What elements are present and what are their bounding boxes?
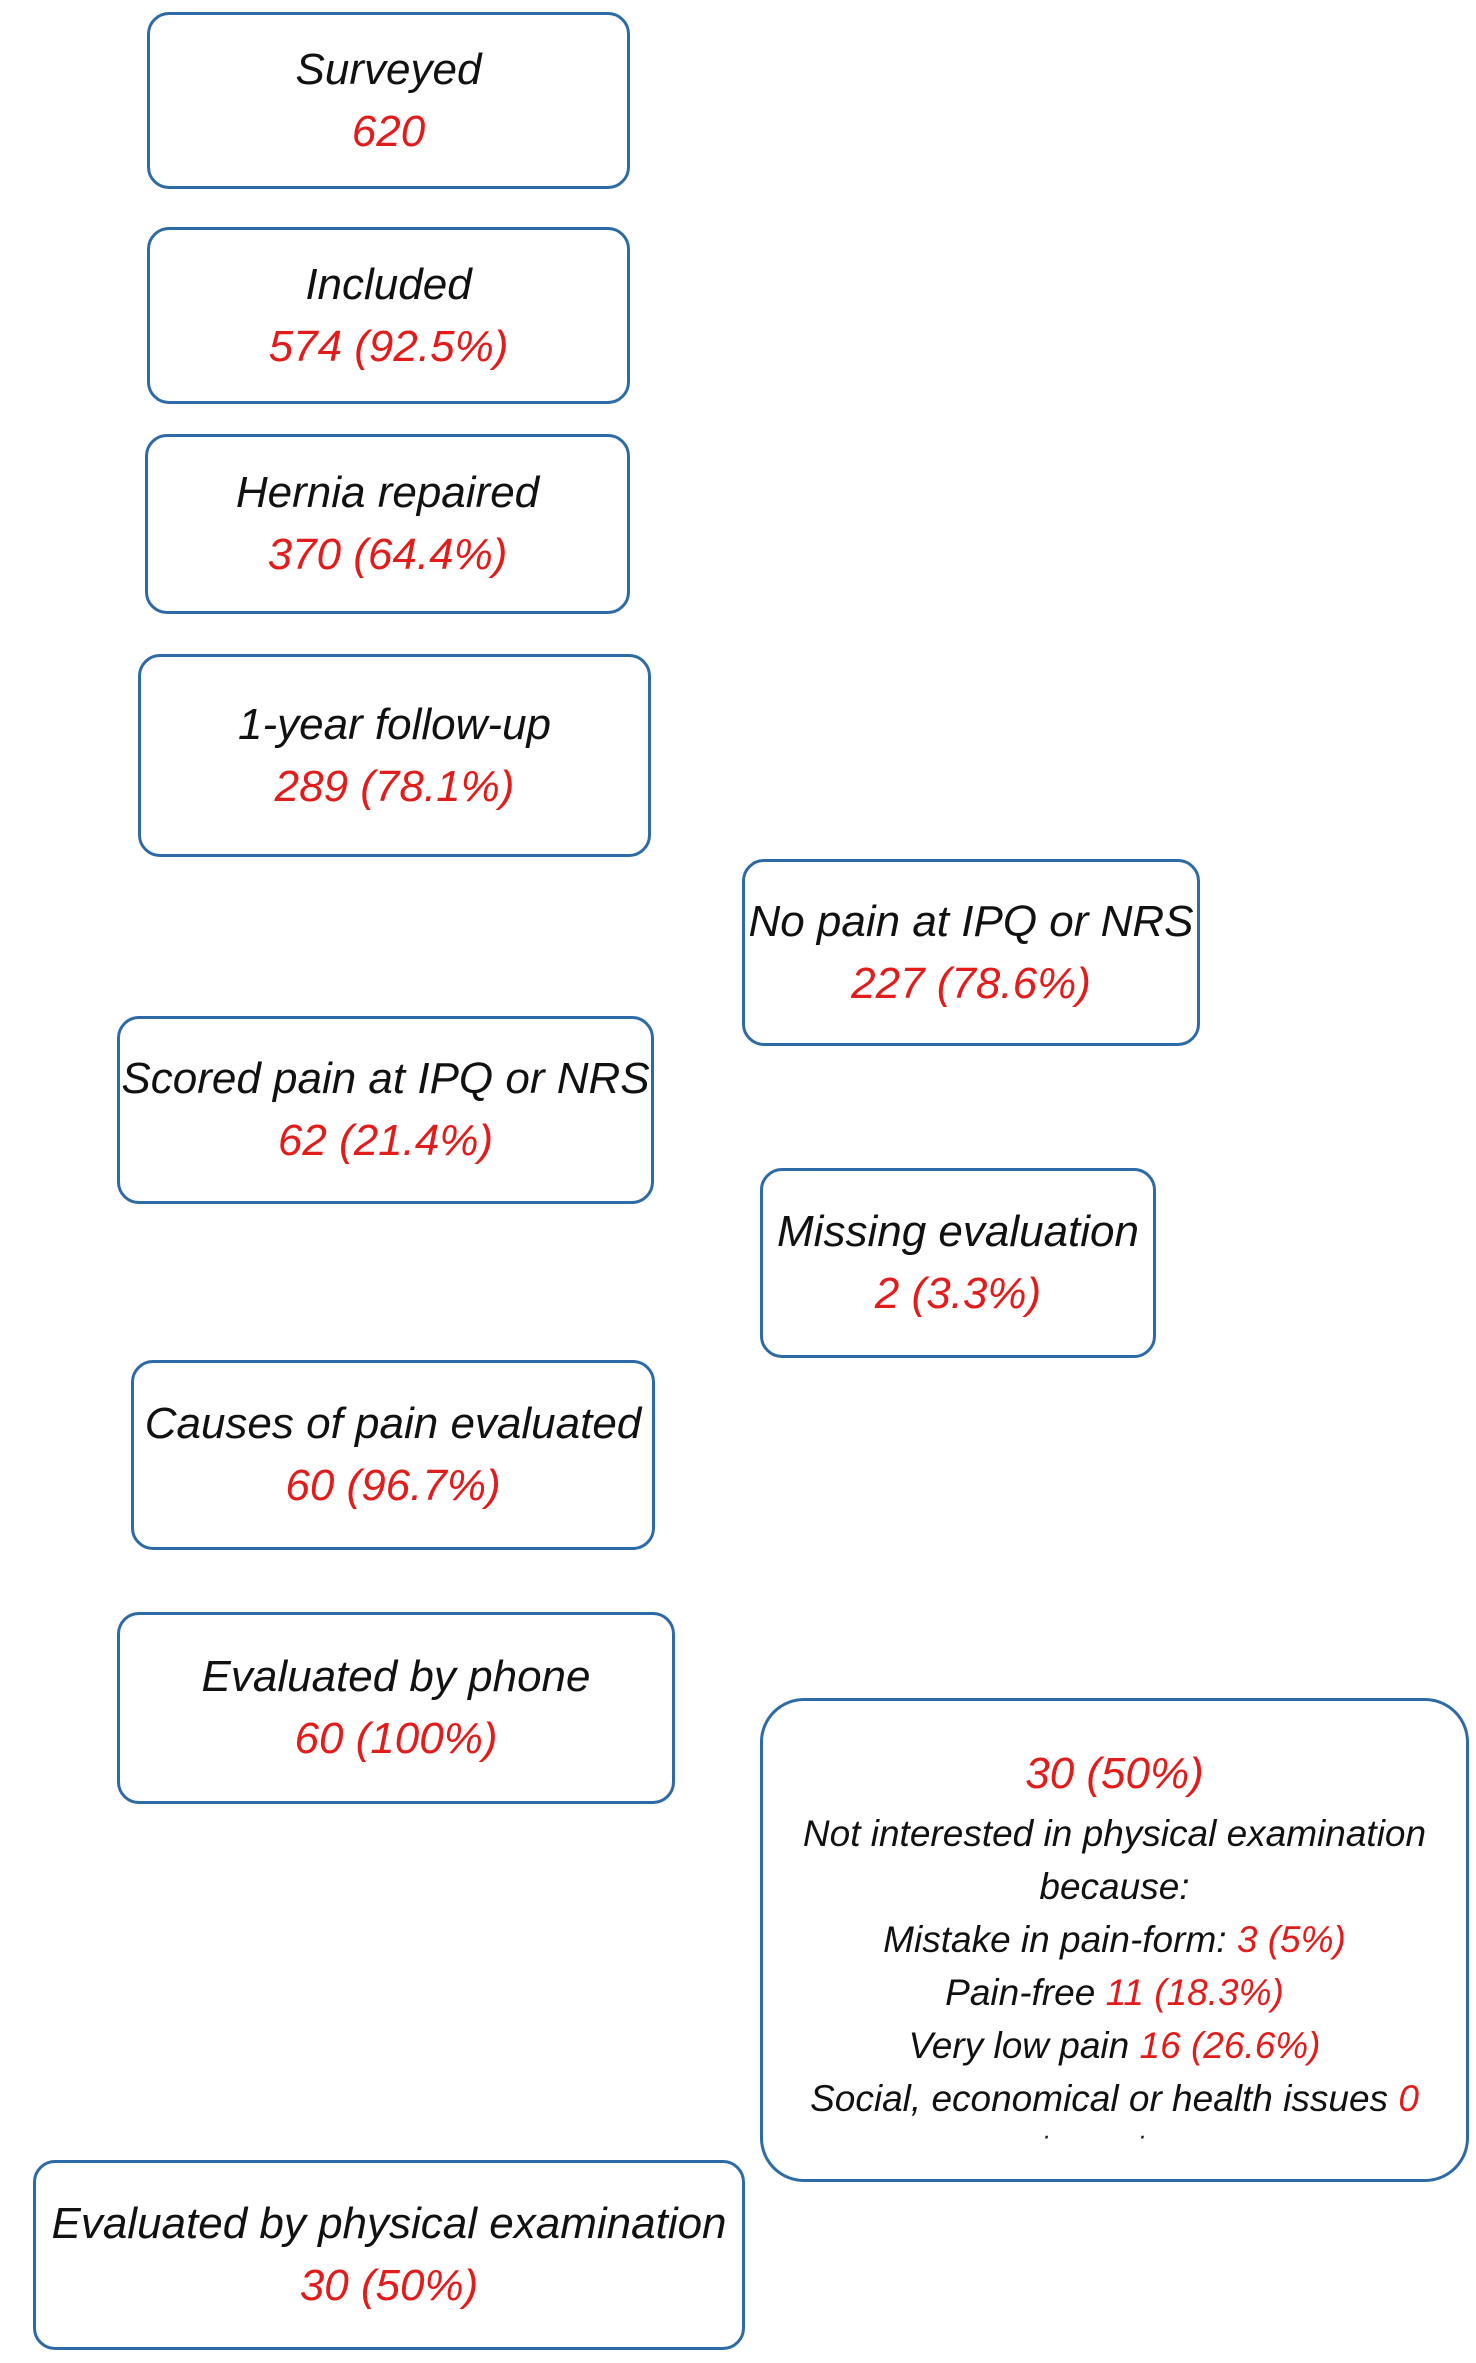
reason-pain-free-label: Pain-free [945,1972,1096,2013]
causes-evaluated-box: Causes of pain evaluated 60 (96.7%) [131,1360,655,1550]
surveyed-label: Surveyed [295,44,482,94]
phone-evaluation-box: Evaluated by phone 60 (100%) [117,1612,675,1804]
followup-box: 1-year follow-up 289 (78.1%) [138,654,651,857]
reason-pain-free-value: 11 (18.3%) [1105,1972,1284,2013]
reason-pain-free: Pain-free 11 (18.3%) [945,1966,1284,2019]
reason-social-issues: Social, economical or health issues 0 [810,2072,1419,2125]
missing-evaluation-box: Missing evaluation 2 (3.3%) [760,1168,1156,1358]
not-interested-line1: Not interested in physical examination [802,1813,1427,1854]
hernia-repaired-box: Hernia repaired 370 (64.4%) [145,434,630,614]
reason-mistake-value: 3 (5%) [1236,1919,1346,1960]
reason-very-low-pain-value: 16 (26.6%) [1139,2025,1321,2066]
hernia-repaired-count: 370 (64.4%) [267,530,508,579]
included-box: Included 574 (92.5%) [147,227,630,404]
causes-evaluated-count: 60 (96.7%) [285,1461,501,1510]
reason-very-low-pain: Very low pain 16 (26.6%) [908,2019,1320,2072]
included-count: 574 (92.5%) [268,321,509,371]
scored-pain-box: Scored pain at IPQ or NRS 62 (21.4%) [117,1016,654,1204]
reason-mistake-label: Mistake in pain-form: [883,1919,1227,1960]
missing-evaluation-count: 2 (3.3%) [874,1269,1042,1318]
scored-pain-label: Scored pain at IPQ or NRS [121,1054,650,1103]
reason-social-issues-value: 0 [1398,2078,1419,2119]
phone-evaluation-label: Evaluated by phone [201,1652,591,1701]
physical-evaluation-label: Evaluated by physical examination [51,2199,727,2248]
included-label: Included [305,259,472,309]
surveyed-box: Surveyed 620 [147,12,630,189]
no-pain-label: No pain at IPQ or NRS [748,896,1194,946]
not-interested-box: 30 (50%) Not interested in physical exam… [760,1698,1469,2182]
phone-evaluation-count: 60 (100%) [294,1714,498,1763]
physical-evaluation-box: Evaluated by physical examination 30 (50… [33,2160,745,2350]
reason-social-issues-label: Social, economical or health issues [810,2078,1389,2119]
causes-evaluated-label: Causes of pain evaluated [144,1399,642,1448]
followup-label: 1-year follow-up [237,699,552,749]
not-interested-count: 30 (50%) [1025,1749,1204,1798]
followup-count: 289 (78.1%) [274,761,515,811]
not-interested-line2: because: [1039,1866,1190,1907]
no-pain-count: 227 (78.6%) [851,958,1091,1008]
reason-mistake: Mistake in pain-form: 3 (5%) [883,1913,1346,1966]
no-pain-box: No pain at IPQ or NRS 227 (78.6%) [742,859,1200,1046]
physical-evaluation-count: 30 (50%) [299,2261,479,2310]
hernia-repaired-label: Hernia repaired [235,468,540,517]
missing-evaluation-label: Missing evaluation [777,1207,1139,1256]
scored-pain-count: 62 (21.4%) [277,1116,494,1165]
reason-very-low-pain-label: Very low pain [908,2025,1130,2066]
cropped-text-remnant: · · [1042,2120,1187,2150]
surveyed-count: 620 [351,106,426,156]
